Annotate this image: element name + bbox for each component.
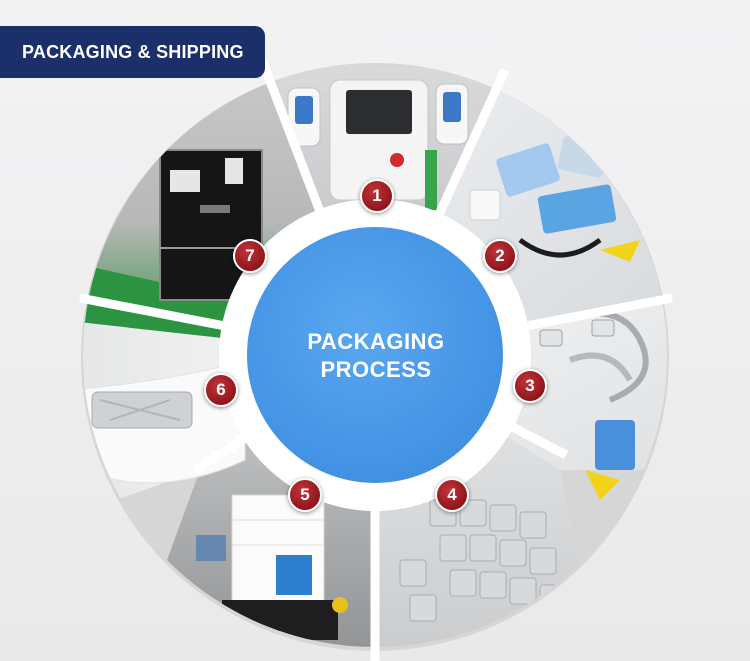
step-badge-3: 3: [513, 369, 547, 403]
step-badge-6: 6: [204, 373, 238, 407]
center-title: PACKAGING PROCESS: [246, 226, 506, 486]
step-badge-7: 7: [233, 239, 267, 273]
step-badge-1: 1: [360, 179, 394, 213]
step-badge-2: 2: [483, 239, 517, 273]
step-badge-5: 5: [288, 478, 322, 512]
header-banner: PACKAGING & SHIPPING: [0, 26, 265, 78]
center-circle: [247, 227, 503, 483]
step-badge-4: 4: [435, 478, 469, 512]
machine-screen-icon: [346, 90, 412, 134]
header-title: PACKAGING & SHIPPING: [22, 41, 244, 62]
center-title-line-2: PROCESS: [320, 357, 432, 382]
center-title-line-1: PACKAGING: [307, 329, 445, 354]
